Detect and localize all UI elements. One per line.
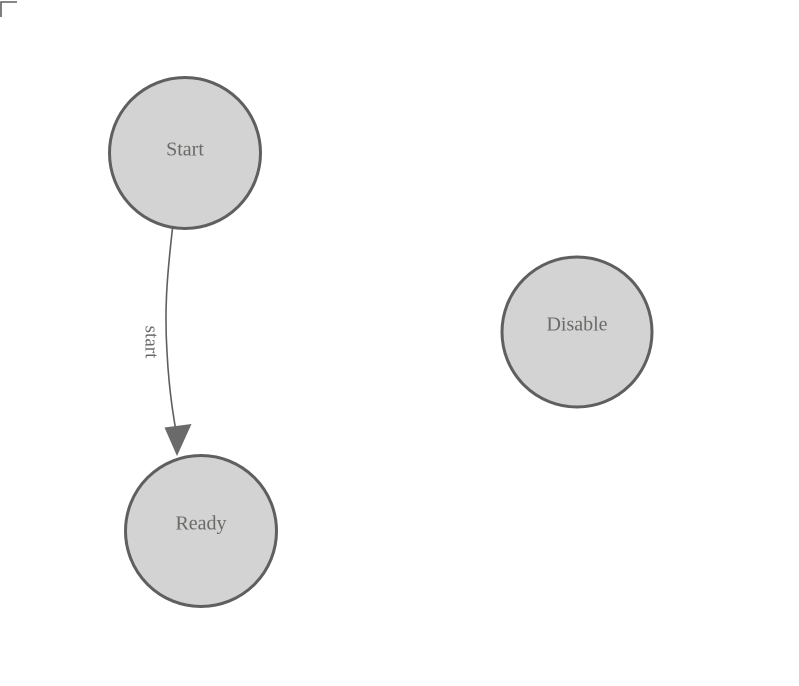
- node-disable-label: Disable: [546, 314, 607, 336]
- arrowhead-icon: [164, 424, 192, 456]
- edge-line: [165, 228, 179, 441]
- node-start[interactable]: Start: [108, 76, 262, 230]
- node-ready[interactable]: Ready: [124, 454, 278, 608]
- node-start-circle[interactable]: [108, 76, 262, 230]
- node-disable[interactable]: Disable: [500, 255, 654, 409]
- node-disable-circle[interactable]: [500, 255, 654, 409]
- node-start-label: Start: [166, 139, 204, 161]
- edge-start-to-ready[interactable]: start: [141, 228, 192, 457]
- node-ready-circle[interactable]: [124, 454, 278, 608]
- edge-label-start: start: [141, 326, 162, 359]
- top-left-corner-mark: [0, 1, 17, 17]
- node-ready-label: Ready: [175, 513, 226, 535]
